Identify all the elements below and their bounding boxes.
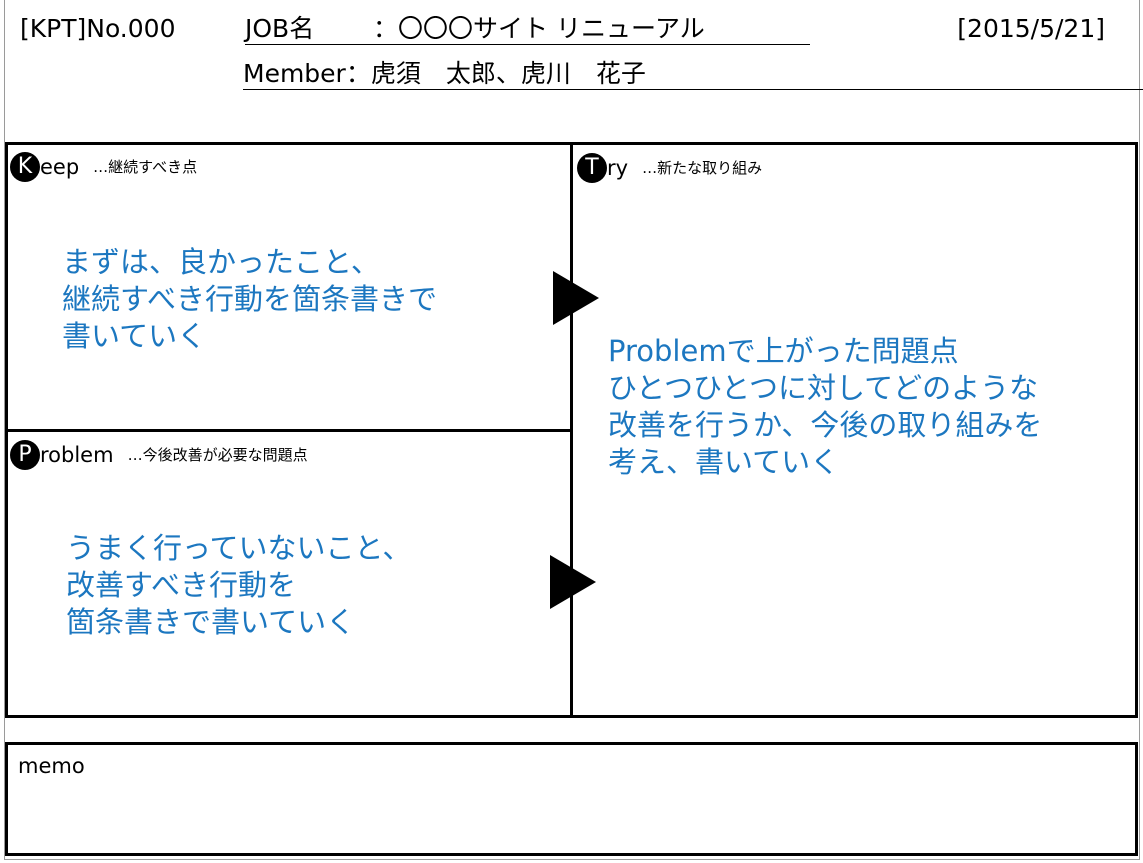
try-line: 改善を行うか、今後の取り組みを [608,408,1043,442]
problem-subtitle: …今後改善が必要な問題点 [127,446,308,464]
keep-to-try-arrow-icon [553,271,599,325]
problem-line: うまく行っていないこと、 [66,531,412,565]
problem-letter-icon: P [10,440,40,470]
try-line: ひとつひとつに対してどのような [608,371,1039,405]
keep-heading-rest: eep [40,155,80,179]
try-subtitle: …新たな取り組み [642,159,763,177]
job-value: ：〇〇〇サイト リニューアル [373,14,705,43]
keep-letter-icon: K [10,152,40,182]
keep-subtitle: …継続すべき点 [93,158,198,176]
problem-section [5,429,573,718]
problem-line: 改善すべき行動を [66,568,296,602]
keep-line: まずは、良かったこと、 [62,245,380,279]
try-description: Problemで上がった問題点 ひとつひとつに対してどのような 改善を行うか、今… [608,333,1042,481]
try-line: 考え、書いていく [608,445,840,479]
keep-line: 継続すべき行動を箇条書きで [62,282,437,316]
try-heading-rest: ry [607,156,629,180]
job-name-row: JOB名 ：〇〇〇サイト リニューアル [245,14,810,45]
problem-description: うまく行っていないこと、 改善すべき行動を 箇条書きで書いていく [66,530,411,641]
member-value: 虎須 太郎、虎川 花子 [370,59,646,88]
memo-label: memo [18,754,85,778]
problem-to-try-arrow-icon [550,555,596,609]
keep-description: まずは、良かったこと、 継続すべき行動を箇条書きで 書いていく [62,244,437,355]
kpt-number: [KPT]No.000 [20,14,176,43]
try-section [570,142,1138,718]
member-row: Member：虎須 太郎、虎川 花子 [243,59,1143,90]
try-line: Problemで上がった問題点 [608,334,959,368]
job-label: JOB名 [245,14,315,43]
member-label: Member： [243,59,371,88]
try-letter-icon: T [577,153,607,183]
keep-section [5,142,573,432]
keep-line: 書いていく [62,319,207,353]
problem-heading-rest: roblem [40,443,114,467]
memo-section [5,742,1138,856]
problem-line: 箇条書きで書いていく [66,605,356,639]
date: [2015/5/21] [957,14,1105,43]
page-border [4,0,1140,860]
